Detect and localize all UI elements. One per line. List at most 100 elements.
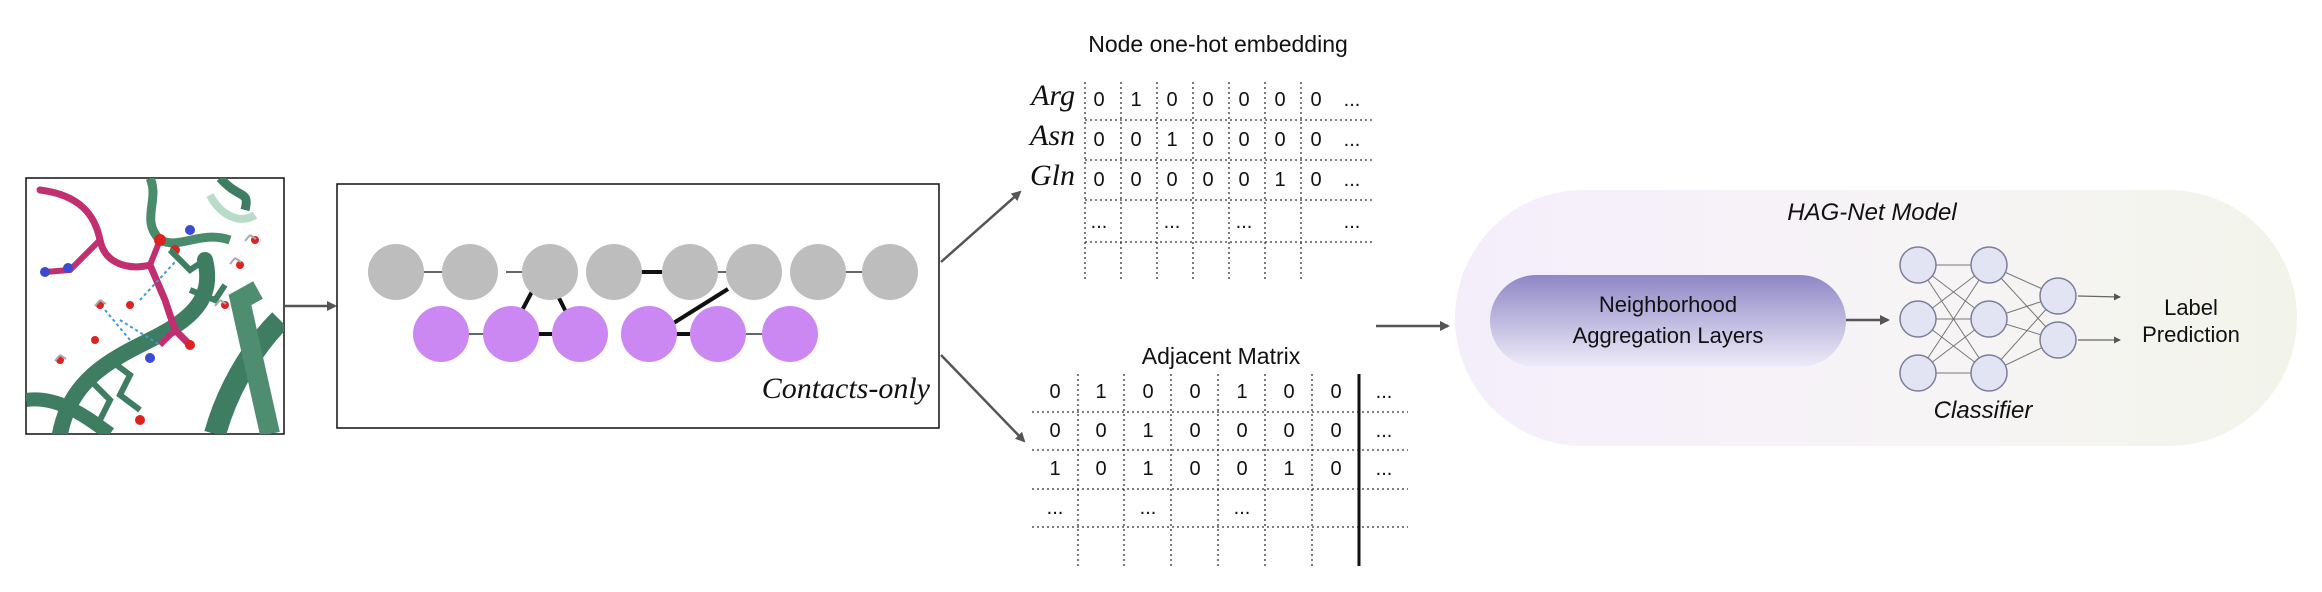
graph-node-bottom bbox=[690, 306, 746, 362]
adjacency-cell: 1 bbox=[1142, 420, 1153, 442]
adjacency-cell: 0 bbox=[1049, 381, 1060, 403]
embedding-cell: 0 bbox=[1310, 89, 1321, 111]
embedding-cell: ... bbox=[1344, 129, 1361, 151]
classifier-neuron bbox=[1899, 246, 1937, 284]
embedding-cell: 0 bbox=[1202, 169, 1213, 191]
adjacency-cell: 0 bbox=[1142, 381, 1153, 403]
embedding-cell: 0 bbox=[1093, 169, 1104, 191]
embedding-cell: 1 bbox=[1166, 129, 1177, 151]
embedding-cell: 0 bbox=[1093, 129, 1104, 151]
adjacency-cell: 0 bbox=[1049, 420, 1060, 442]
adjacency-cell: ... bbox=[1376, 458, 1393, 480]
classifier-neuron bbox=[1970, 354, 2008, 392]
embedding-cell: 0 bbox=[1238, 129, 1249, 151]
arrow-to-embedding bbox=[940, 190, 1022, 263]
arrow-to-adjacency bbox=[940, 354, 1026, 443]
embedding-cell: ... bbox=[1091, 211, 1108, 233]
adjacency-cell: ... bbox=[1376, 381, 1393, 403]
embedding-title: Node one-hot embedding bbox=[1088, 31, 1348, 57]
adjacency-cell: 0 bbox=[1095, 420, 1106, 442]
embedding-cell: ... bbox=[1344, 211, 1361, 233]
graph-node-bottom bbox=[621, 306, 677, 362]
adjacency-cell: 0 bbox=[1095, 458, 1106, 480]
classifier-neuron bbox=[1970, 246, 2008, 284]
classifier-label: Classifier bbox=[1934, 397, 2034, 424]
embedding-cell: 1 bbox=[1274, 169, 1285, 191]
classifier-neuron bbox=[2039, 321, 2077, 359]
embedding-cell: 0 bbox=[1274, 129, 1285, 151]
graph-node-top bbox=[790, 244, 846, 300]
graph-nodes-top bbox=[368, 244, 918, 300]
classifier-neuron bbox=[1899, 354, 1937, 392]
adjacency-cell: ... bbox=[1234, 497, 1251, 519]
embedding-cell: 0 bbox=[1274, 89, 1285, 111]
embedding-cell: 0 bbox=[1093, 89, 1104, 111]
graph-node-top bbox=[522, 244, 578, 300]
adjacency-cell: 0 bbox=[1283, 381, 1294, 403]
graph-node-top bbox=[726, 244, 782, 300]
adjacency-cell: 0 bbox=[1189, 381, 1200, 403]
protein-structure-image bbox=[25, 177, 285, 435]
adjacency-cell: 0 bbox=[1330, 381, 1341, 403]
output-label-line2: Prediction bbox=[2142, 322, 2240, 347]
graph-label: Contacts-only bbox=[762, 372, 931, 405]
graph-node-bottom bbox=[413, 306, 469, 362]
adjacency-cell: ... bbox=[1047, 497, 1064, 519]
classifier-network: Classifier bbox=[1899, 246, 2121, 424]
embedding-row-label: Arg bbox=[1029, 79, 1075, 112]
model-title: HAG-Net Model bbox=[1787, 199, 1957, 226]
embedding-cell: 0 bbox=[1202, 89, 1213, 111]
graph-node-top bbox=[662, 244, 718, 300]
adjacency-cell: 0 bbox=[1283, 420, 1294, 442]
adjacency-matrix: Adjacent Matrix 0 1 0 0 1 0 0... 0 0 1 0 0 0 0... 1 0 1 0… bbox=[1032, 343, 1408, 566]
adjacency-cell: 0 bbox=[1330, 420, 1341, 442]
embedding-cell: 0 bbox=[1130, 129, 1141, 151]
adjacency-cell: 1 bbox=[1236, 381, 1247, 403]
adjacency-cell: 1 bbox=[1142, 458, 1153, 480]
classifier-neuron bbox=[1899, 300, 1937, 338]
embedding-cell: ... bbox=[1344, 89, 1361, 111]
classifier-neuron bbox=[1970, 300, 2008, 338]
graph-node-bottom bbox=[483, 306, 539, 362]
graph-node-top bbox=[442, 244, 498, 300]
adjacency-cell: ... bbox=[1140, 497, 1157, 519]
embedding-cell: 0 bbox=[1310, 129, 1321, 151]
classifier-neuron bbox=[2039, 277, 2077, 315]
embedding-cell: 0 bbox=[1202, 129, 1213, 151]
embedding-cell: 0 bbox=[1166, 89, 1177, 111]
protein-structure-icon bbox=[26, 178, 284, 434]
aggregation-layers-label-line1: Neighborhood bbox=[1599, 292, 1737, 317]
adjacency-cell: 0 bbox=[1189, 420, 1200, 442]
embedding-cell: 0 bbox=[1238, 169, 1249, 191]
adjacency-cell: 1 bbox=[1049, 458, 1060, 480]
embedding-cell: 0 bbox=[1310, 169, 1321, 191]
embedding-cell: 0 bbox=[1238, 89, 1249, 111]
graph-nodes-bottom bbox=[413, 306, 818, 362]
embedding-cell: 0 bbox=[1166, 169, 1177, 191]
embedding-row-label: Gln bbox=[1030, 159, 1075, 192]
embedding-cell: ... bbox=[1164, 211, 1181, 233]
contact-graph-panel: Contacts-only bbox=[336, 183, 940, 429]
adjacency-cell: 0 bbox=[1330, 458, 1341, 480]
adjacency-cell: 0 bbox=[1236, 420, 1247, 442]
graph-node-bottom bbox=[762, 306, 818, 362]
graph-node-bottom bbox=[552, 306, 608, 362]
aggregation-layers-label-line2: Aggregation Layers bbox=[1573, 323, 1764, 348]
adjacency-cell: ... bbox=[1376, 420, 1393, 442]
adjacency-cell: 0 bbox=[1189, 458, 1200, 480]
embedding-cell: ... bbox=[1344, 169, 1361, 191]
hag-net-model: HAG-Net Model Neighborhood Aggregation L… bbox=[1455, 190, 2297, 446]
graph-node-top bbox=[862, 244, 918, 300]
adjacency-cell: 1 bbox=[1283, 458, 1294, 480]
embedding-row-label: Asn bbox=[1028, 119, 1075, 152]
embedding-cell: 1 bbox=[1130, 89, 1141, 111]
graph-node-top bbox=[586, 244, 642, 300]
aggregation-layers-block: Neighborhood Aggregation Layers bbox=[1490, 275, 1846, 367]
embedding-cell: ... bbox=[1236, 211, 1253, 233]
embedding-cell: 0 bbox=[1130, 169, 1141, 191]
adjacency-title: Adjacent Matrix bbox=[1142, 343, 1301, 369]
graph-node-top bbox=[368, 244, 424, 300]
adjacency-cell: 0 bbox=[1236, 458, 1247, 480]
